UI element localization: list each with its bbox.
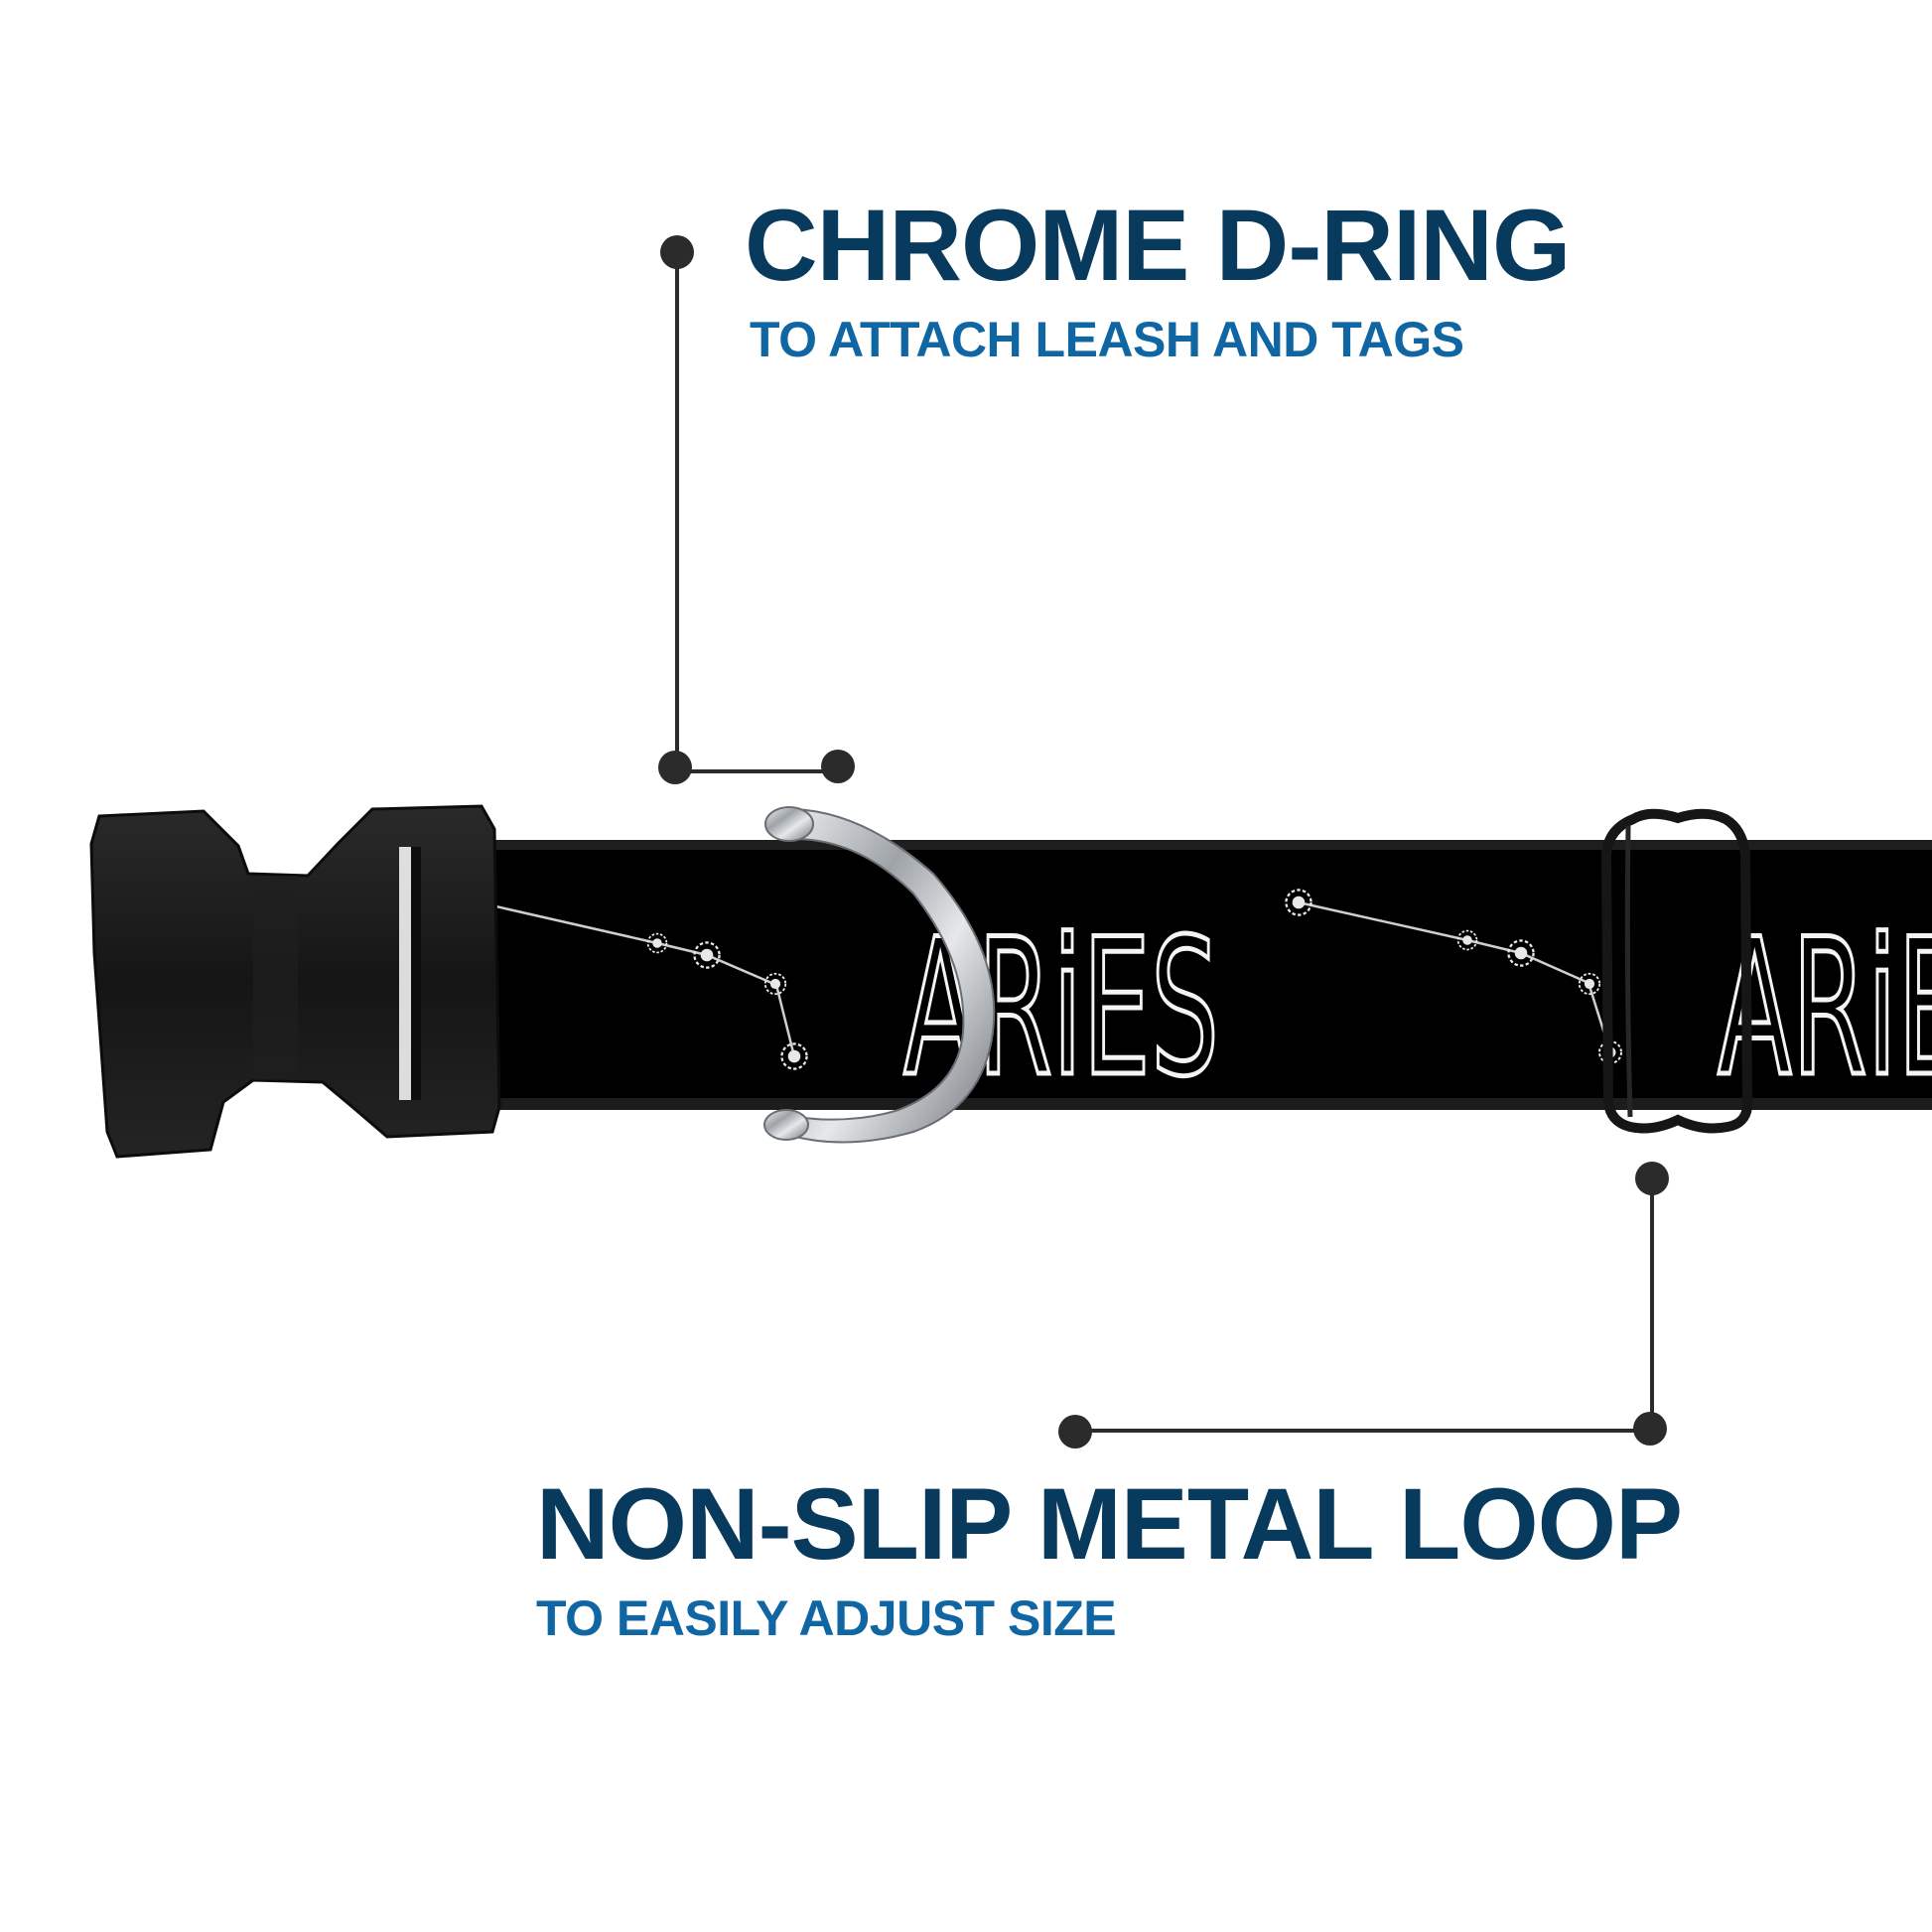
leader-dot — [821, 750, 855, 783]
dring-callout-subtitle: TO ATTACH LEASH AND TAGS — [750, 312, 1464, 367]
collar-strap — [402, 840, 1932, 1110]
leader-dot — [1058, 1415, 1092, 1449]
d-ring[interactable] — [763, 806, 996, 1144]
leader-dot — [1635, 1162, 1669, 1195]
loop-callout-subtitle: TO EASILY ADJUST SIZE — [536, 1590, 1117, 1646]
constellation-print — [1285, 889, 1622, 1064]
loop-callout-title: NON-SLIP METAL LOOP — [536, 1467, 1683, 1581]
slide-loop[interactable] — [1600, 808, 1753, 1134]
loop-leader-line — [1058, 1162, 1669, 1449]
dring-leader-line — [658, 235, 855, 784]
constellation-print — [465, 889, 808, 1070]
buckle[interactable] — [89, 804, 501, 1159]
dring-callout-title: CHROME D-RING — [745, 189, 1571, 302]
leader-dot — [660, 235, 694, 269]
leader-dot — [1633, 1412, 1667, 1446]
leader-dot — [658, 751, 692, 784]
